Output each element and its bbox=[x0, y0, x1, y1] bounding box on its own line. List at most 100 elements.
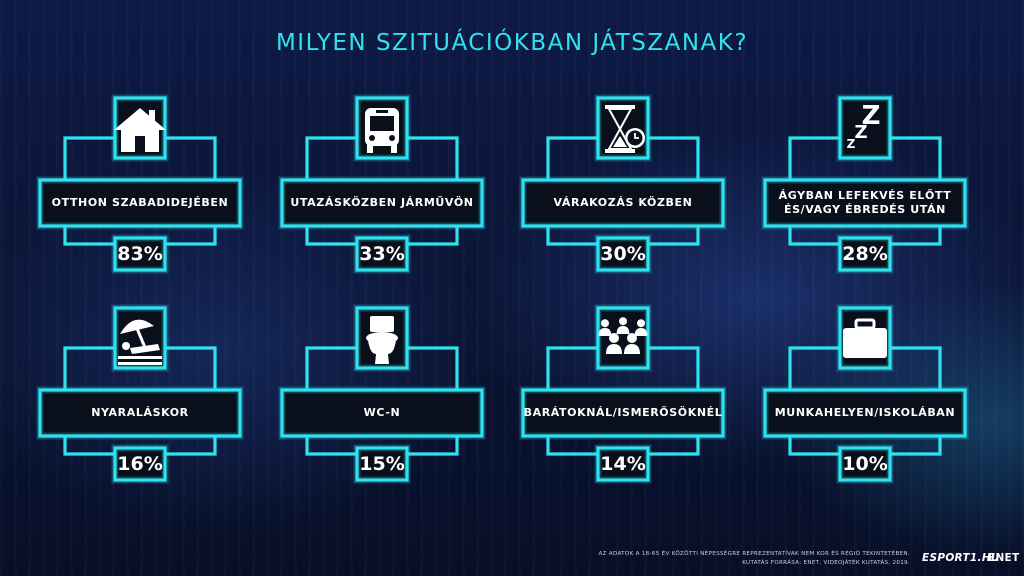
connector-right bbox=[165, 136, 217, 180]
value-frame bbox=[113, 236, 167, 272]
icon-frame bbox=[596, 306, 650, 370]
tile-4: ZZZ bbox=[761, 94, 969, 274]
tile-8 bbox=[761, 304, 969, 484]
tile-text-5: NYARALÁSKOR 16% bbox=[35, 306, 245, 506]
icon-frame bbox=[355, 96, 409, 160]
tile-1 bbox=[36, 94, 244, 274]
footnote: AZ ADATOK A 18-65 ÉV KÖZÖTTI NÉPESSÉGRE … bbox=[598, 550, 910, 568]
label-frame bbox=[280, 178, 484, 228]
icon-frame bbox=[838, 306, 892, 370]
connector-bottom-right bbox=[648, 436, 700, 456]
category-label-line: UTAZÁSKÖZBEN JÁRMŰVÖN bbox=[290, 196, 474, 209]
connector-bottom-right bbox=[648, 226, 700, 246]
connector-bottom-right bbox=[890, 436, 942, 456]
category-label-line: MUNKAHELYEN/ISKOLÁBAN bbox=[774, 406, 956, 419]
footnote-line-1: AZ ADATOK A 18-65 ÉV KÖZÖTTI NÉPESSÉGRE … bbox=[598, 551, 910, 557]
connector-bottom-left bbox=[546, 436, 598, 456]
category-label-line: ÁGYBAN LEFEKVÉS ELŐTT bbox=[778, 189, 952, 202]
category-label: BARÁTOKNÁL/ISMERŐSÖKNÉL bbox=[518, 406, 728, 420]
connector-bottom-right bbox=[407, 436, 459, 456]
tile-text-2: UTAZÁSKÖZBEN JÁRMŰVÖN 33% bbox=[277, 96, 487, 296]
bus-icon bbox=[365, 108, 399, 153]
tile-3 bbox=[519, 94, 727, 274]
connector-right bbox=[890, 136, 942, 180]
connector-bottom-right bbox=[890, 226, 942, 246]
connector-bottom-left bbox=[63, 226, 115, 246]
connector-right bbox=[407, 346, 459, 390]
icon-frame bbox=[355, 306, 409, 370]
toilet-icon bbox=[366, 316, 398, 364]
tile-2 bbox=[278, 94, 486, 274]
svg-text:Z: Z bbox=[854, 122, 867, 143]
connector-bottom-left bbox=[305, 436, 357, 456]
category-label-line: BARÁTOKNÁL/ISMERŐSÖKNÉL bbox=[523, 406, 723, 419]
footnote-line-2: KUTATÁS FORRÁSA: ENET, VIDEOJÁTÉK KUTATÁ… bbox=[742, 560, 910, 566]
value-label: 16% bbox=[117, 453, 163, 475]
tile-text-8: MUNKAHELYEN/ISKOLÁBAN 10% bbox=[760, 306, 970, 506]
connector-bottom-right bbox=[407, 226, 459, 246]
label-frame bbox=[38, 178, 242, 228]
category-label: VÁRAKOZÁS KÖZBEN bbox=[518, 196, 728, 210]
value-label: 15% bbox=[359, 453, 405, 475]
connector-right bbox=[165, 346, 217, 390]
category-label: WC-N bbox=[277, 406, 487, 420]
tile-7 bbox=[519, 304, 727, 484]
value-frame bbox=[113, 446, 167, 482]
icon-frame bbox=[838, 96, 892, 160]
connector-left bbox=[63, 136, 115, 180]
category-label: UTAZÁSKÖZBEN JÁRMŰVÖN bbox=[277, 196, 487, 210]
connector-right bbox=[648, 136, 700, 180]
value-frame bbox=[596, 446, 650, 482]
value-label: 10% bbox=[842, 453, 888, 475]
icon-frame bbox=[113, 96, 167, 160]
category-label: MUNKAHELYEN/ISKOLÁBAN bbox=[760, 406, 970, 420]
connector-bottom-left bbox=[546, 226, 598, 246]
connector-bottom-right bbox=[165, 226, 217, 246]
category-label-line: WC-N bbox=[363, 406, 401, 419]
value-label: 14% bbox=[600, 453, 646, 475]
category-label-line: ÉS/VAGY ÉBREDÉS UTÁN bbox=[784, 203, 946, 216]
connector-left bbox=[305, 136, 357, 180]
hourglass-icon bbox=[605, 105, 645, 153]
category-label-line: NYARALÁSKOR bbox=[91, 406, 189, 419]
beach-umbrella-icon bbox=[118, 319, 162, 365]
value-frame bbox=[596, 236, 650, 272]
home-icon bbox=[114, 108, 166, 152]
tile-text-1: OTTHON SZABADIDEJÉBEN 83% bbox=[35, 96, 245, 296]
tile-5 bbox=[36, 304, 244, 484]
value-label: 33% bbox=[359, 243, 405, 265]
esport-logo: ESPORT1.HU bbox=[922, 552, 1000, 564]
connector-left bbox=[546, 346, 598, 390]
connector-right bbox=[407, 136, 459, 180]
value-label: 83% bbox=[117, 243, 163, 265]
connector-bottom-left bbox=[63, 436, 115, 456]
value-label: 28% bbox=[842, 243, 888, 265]
connector-bottom-left bbox=[788, 226, 840, 246]
label-frame bbox=[763, 388, 967, 438]
value-frame bbox=[838, 446, 892, 482]
connector-right bbox=[890, 346, 942, 390]
value-frame bbox=[838, 236, 892, 272]
value-frame bbox=[355, 446, 409, 482]
value-frame bbox=[355, 236, 409, 272]
connector-right bbox=[648, 346, 700, 390]
sleep-zzz-icon: ZZZ bbox=[847, 101, 881, 151]
category-label: OTTHON SZABADIDEJÉBEN bbox=[35, 196, 245, 210]
icon-frame bbox=[596, 96, 650, 160]
label-frame bbox=[521, 388, 725, 438]
label-frame bbox=[280, 388, 484, 438]
value-label: 30% bbox=[600, 243, 646, 265]
connector-left bbox=[546, 136, 598, 180]
tile-text-6: WC-N 15% bbox=[277, 306, 487, 506]
connector-left bbox=[788, 136, 840, 180]
tile-6 bbox=[278, 304, 486, 484]
label-frame bbox=[38, 388, 242, 438]
connector-left bbox=[788, 346, 840, 390]
briefcase-icon bbox=[843, 318, 887, 358]
category-label-line: VÁRAKOZÁS KÖZBEN bbox=[553, 196, 693, 209]
group-icon bbox=[598, 317, 648, 354]
